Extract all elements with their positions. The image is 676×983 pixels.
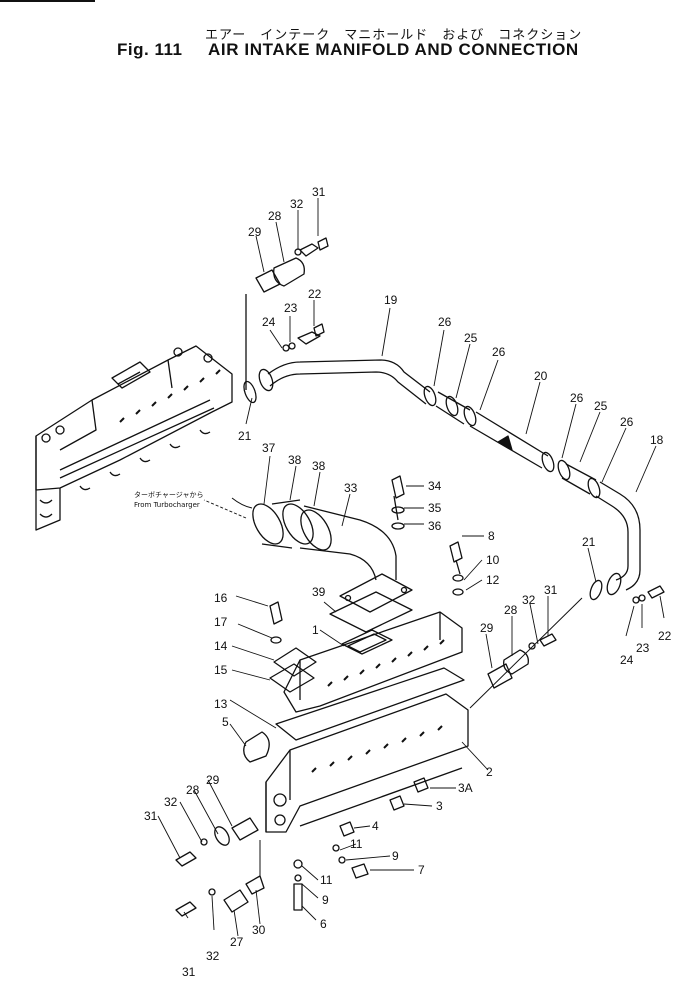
callout-label: 15 bbox=[214, 663, 228, 677]
callout-label: 3A bbox=[458, 781, 473, 795]
gasket-13 bbox=[275, 667, 465, 741]
callout-label: 5 bbox=[222, 715, 229, 729]
top-flange-set bbox=[245, 237, 329, 390]
callout-label: 35 bbox=[428, 501, 442, 515]
callout-label: 24 bbox=[262, 315, 276, 329]
callout-label: 20 bbox=[534, 369, 548, 383]
callout-label: 26 bbox=[492, 345, 506, 359]
top-rule bbox=[0, 0, 95, 2]
upper-intake-manifold bbox=[35, 345, 233, 531]
figure-title: AIR INTAKE MANIFOLD AND CONNECTION bbox=[208, 40, 579, 59]
callout-label: 28 bbox=[186, 783, 200, 797]
callout-label: 11 bbox=[320, 873, 333, 887]
callout-label: 31 bbox=[182, 965, 196, 979]
callout-label: 33 bbox=[344, 481, 358, 495]
callout-label: 2 bbox=[486, 765, 493, 779]
figure-number: Fig. 111 bbox=[117, 40, 183, 59]
callout-label: 36 bbox=[428, 519, 442, 533]
callout-label: 39 bbox=[312, 585, 326, 599]
hose-upper bbox=[423, 385, 641, 601]
callout-label: 30 bbox=[252, 923, 266, 937]
callout-label: 38 bbox=[288, 453, 302, 467]
callout-label: 22 bbox=[658, 629, 672, 643]
callout-label: 3 bbox=[436, 799, 443, 813]
callout-label: 32 bbox=[290, 197, 304, 211]
callout-label: 8 bbox=[488, 529, 495, 543]
callout-label: 27 bbox=[230, 935, 244, 949]
title-japanese: エアー インテーク マニホールド および コネクション bbox=[205, 28, 583, 43]
callout-label: 26 bbox=[620, 415, 634, 429]
callout-label: 29 bbox=[206, 773, 220, 787]
callout-label: 1 bbox=[312, 623, 319, 637]
callout-label: 32 bbox=[164, 795, 178, 809]
callout-label: 25 bbox=[594, 399, 608, 413]
callout-label: 14 bbox=[214, 639, 228, 653]
gasket-5 bbox=[243, 731, 270, 763]
callout-label: 23 bbox=[284, 301, 298, 315]
callout-label: 28 bbox=[268, 209, 282, 223]
callout-label: 17 bbox=[214, 615, 228, 629]
callout-label: 6 bbox=[320, 917, 327, 931]
callout-label: 29 bbox=[248, 225, 262, 239]
callout-label: 12 bbox=[486, 573, 500, 587]
callout-label: 22 bbox=[308, 287, 322, 301]
callout-label: 25 bbox=[464, 331, 478, 345]
pipe-19 bbox=[243, 359, 431, 405]
gasket-15 bbox=[269, 663, 315, 693]
callout-label: 7 bbox=[418, 863, 425, 877]
callout-label: 19 bbox=[384, 293, 398, 307]
callout-label: 32 bbox=[522, 593, 536, 607]
bolt-stack-16-17 bbox=[269, 601, 283, 644]
callout-label: 29 bbox=[480, 621, 494, 635]
callout-label: 26 bbox=[570, 391, 584, 405]
callout-label: 11 bbox=[350, 837, 363, 851]
middle-manifold-1 bbox=[283, 611, 463, 713]
callout-label: 31 bbox=[312, 185, 326, 199]
callout-label: 26 bbox=[438, 315, 452, 329]
callout-label: 10 bbox=[486, 553, 500, 567]
bolt-stack-8-12 bbox=[449, 541, 464, 596]
callout-label: 28 bbox=[504, 603, 518, 617]
callout-label: 34 bbox=[428, 479, 442, 493]
leader-lines bbox=[157, 198, 665, 937]
callout-label: 31 bbox=[144, 809, 158, 823]
lower-flange-set bbox=[175, 817, 369, 917]
annotation-en: From Turbocharger bbox=[134, 501, 200, 509]
callout-label: 13 bbox=[214, 697, 228, 711]
cover-14 bbox=[273, 647, 317, 677]
gasket-39 bbox=[329, 591, 413, 633]
callout-label: 18 bbox=[650, 433, 664, 447]
callout-label: 21 bbox=[582, 535, 596, 549]
callout-label: 38 bbox=[312, 459, 326, 473]
plug-3 bbox=[389, 795, 405, 811]
callout-label: 21 bbox=[238, 429, 252, 443]
lower-manifold-2 bbox=[265, 693, 469, 833]
callout-label: 16 bbox=[214, 591, 228, 605]
elbow-33 bbox=[252, 499, 413, 613]
plug-4 bbox=[339, 821, 355, 837]
callout-label: 24 bbox=[620, 653, 634, 667]
callout-label: 31 bbox=[544, 583, 558, 597]
plug-3a bbox=[413, 777, 429, 793]
callout-label: 4 bbox=[372, 819, 379, 833]
bolt-stack-34-36 bbox=[391, 475, 405, 530]
callout-label: 37 bbox=[262, 441, 276, 455]
callout-label: 32 bbox=[206, 949, 220, 963]
callout-label: 9 bbox=[322, 893, 329, 907]
callout-label: 9 bbox=[392, 849, 399, 863]
callout-label: 23 bbox=[636, 641, 650, 655]
right-flange-set bbox=[487, 585, 665, 689]
annotation-jp: ターボチャージャから bbox=[134, 490, 203, 499]
